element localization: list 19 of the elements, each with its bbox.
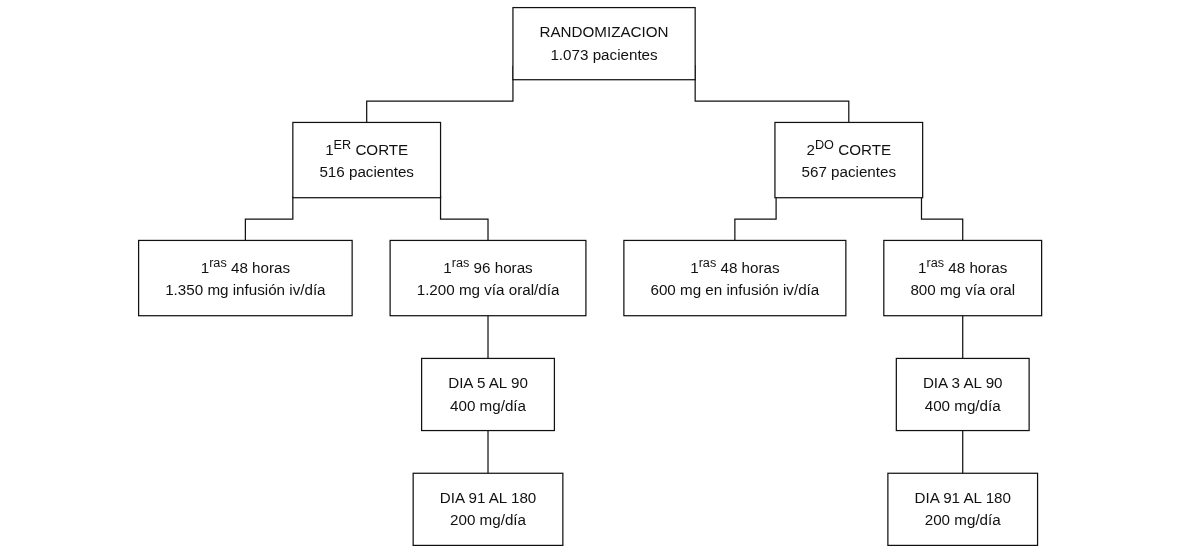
node-box: 1$^{ras}$ 48 horas 600 mg en infusión iv/día (623, 239, 847, 317)
node-box: DIA 91 AL 180 200 mg/día (887, 472, 1039, 546)
node-box: 1$^{ras}$ 48 horas 800 mg vía oral (883, 239, 1043, 317)
connector (245, 195, 294, 242)
connector (734, 197, 778, 242)
connector (921, 197, 964, 242)
node-box: DIA 3 AL 90 400 mg/día (896, 357, 1031, 432)
node-box: DIA 91 AL 180 200 mg/día (412, 472, 564, 546)
node-box: DIA 5 AL 90 400 mg/día (421, 357, 556, 432)
connector (487, 429, 489, 474)
node-box: 1$^{ras}$ 48 horas 1.350 mg infusión iv/día (138, 239, 354, 317)
node-box: RANDOMIZACION 1.073 pacientes (512, 6, 697, 81)
node-box: 1$^{ras}$ 96 horas 1.200 mg vía oral/día (389, 239, 587, 317)
node-box: 1$^{ER}$ CORTE 516 pacientes (292, 121, 442, 199)
connector (962, 429, 964, 474)
connector (487, 315, 489, 360)
node-box: 2$^{DO}$ CORTE 567 pacientes (774, 121, 924, 199)
connector (440, 195, 489, 242)
connector (962, 315, 964, 360)
